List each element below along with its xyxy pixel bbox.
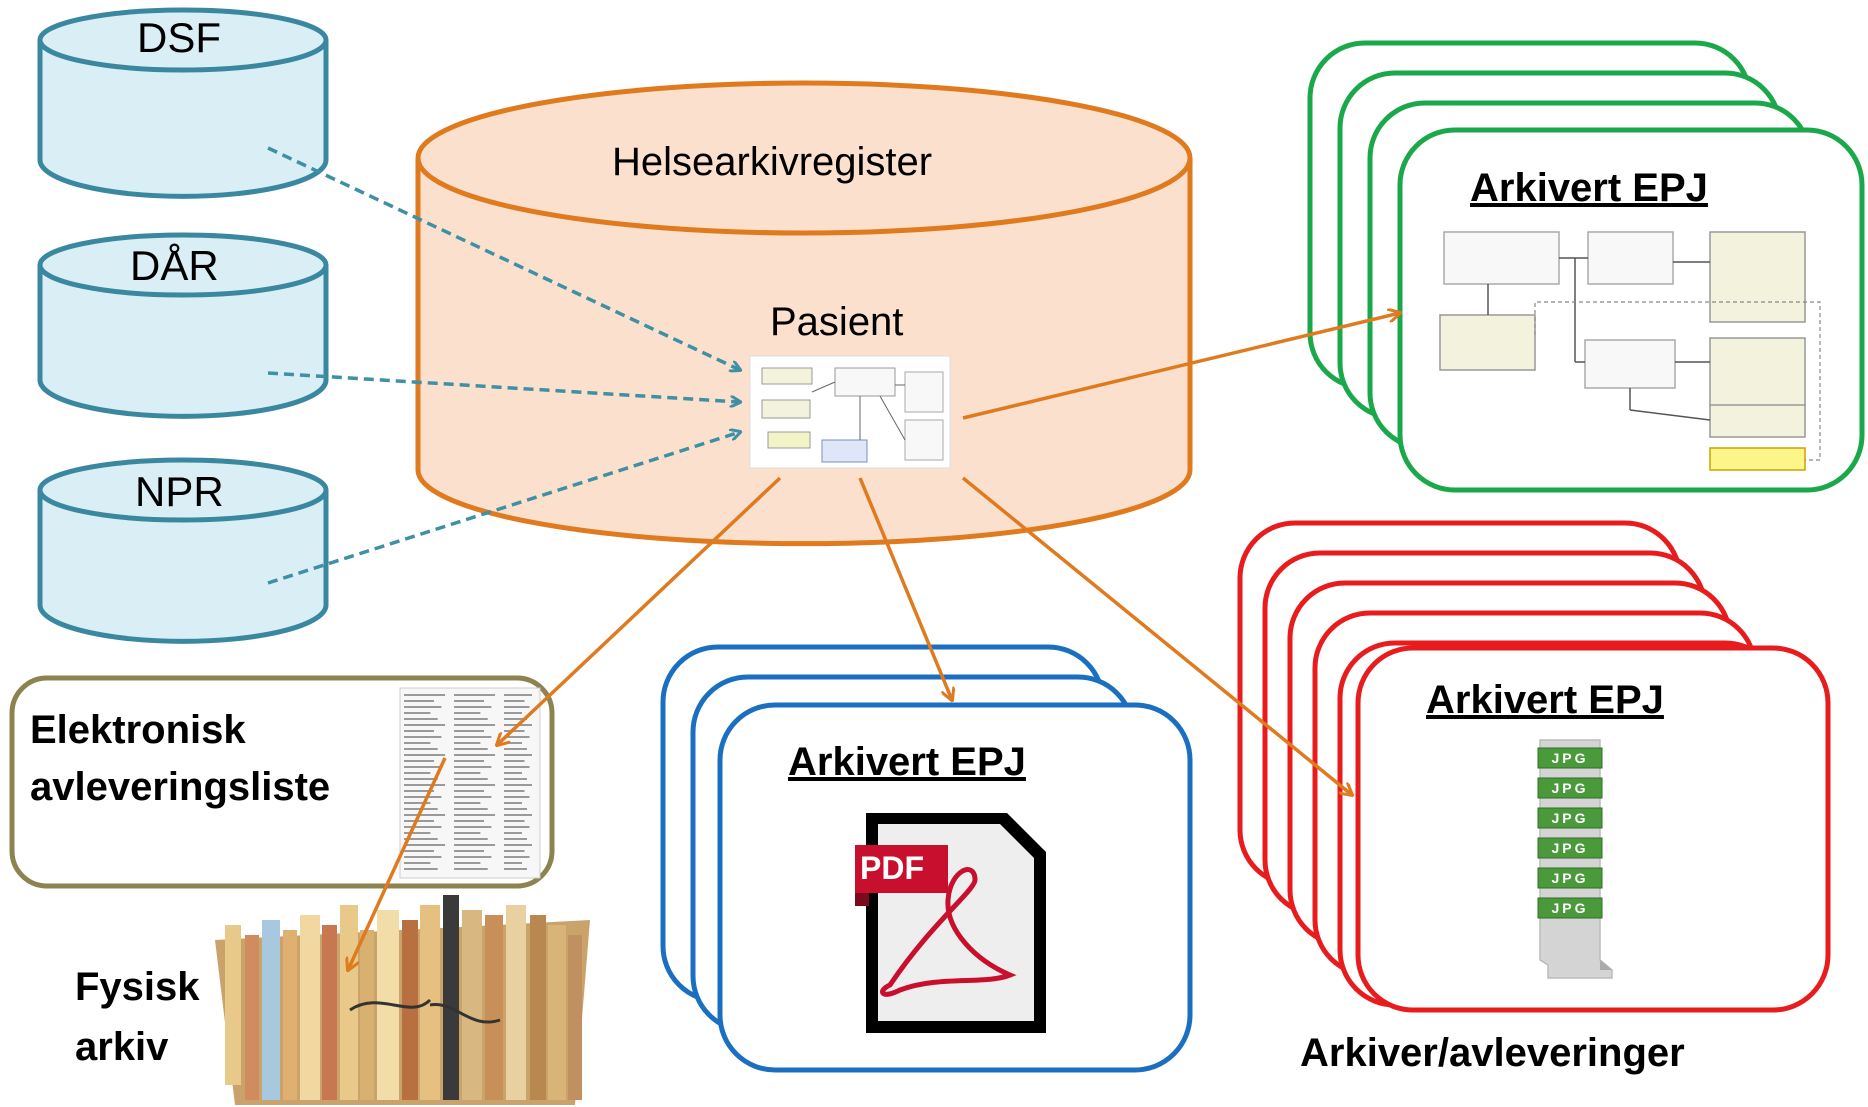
dsf-label: DSF [137, 14, 221, 61]
physical-archive-line1: Fysisk [75, 965, 200, 1009]
blue-stack-title: Arkivert EPJ [788, 740, 1026, 784]
pdf-file-icon [855, 813, 1046, 1033]
source-arrows [267, 146, 740, 585]
archives-caption: Arkiver/avleveringer [1300, 1031, 1685, 1075]
jpg-tags: JPG JPG JPG JPG JPG JPG [1537, 747, 1603, 919]
jpg-tag-label: JPG [1551, 840, 1588, 856]
folder-pile-image [215, 895, 590, 1105]
green-stack-title: Arkivert EPJ [1470, 166, 1708, 210]
jpg-tag [1537, 777, 1603, 799]
jpg-tag-label: JPG [1551, 870, 1588, 886]
jpg-tag [1537, 867, 1603, 889]
daar-label: DÅR [130, 242, 219, 289]
jpg-tag [1537, 807, 1603, 829]
patient-label: Pasient [770, 300, 904, 344]
jpg-tag-label: JPG [1551, 750, 1588, 766]
jpg-tag [1537, 897, 1603, 919]
physical-archive-line2: arkiv [75, 1025, 169, 1069]
npr-label: NPR [135, 468, 224, 515]
avleveringsliste-line1: Elektronisk [30, 708, 246, 752]
cylinder-dsf [37, 7, 329, 199]
pdf-icon-label: PDF [860, 850, 924, 886]
cylinder-daar [37, 232, 329, 419]
jpg-tag-label: JPG [1551, 810, 1588, 826]
jpg-tag-label: JPG [1551, 780, 1588, 796]
red-stack-title: Arkivert EPJ [1426, 678, 1664, 722]
orange-arrows [348, 313, 1400, 970]
patient-schema-thumbnail [749, 355, 951, 469]
green-schema-diagram [1439, 231, 1821, 471]
spreadsheet-thumbnail [399, 687, 541, 879]
red-archive-stack [1237, 520, 1831, 1013]
jpg-tag [1537, 747, 1603, 769]
central-register-cylinder [415, 80, 1193, 547]
central-register-title: Helsearkivregister [612, 140, 933, 184]
jpg-tag [1537, 837, 1603, 859]
avleveringsliste-line2: avleveringsliste [30, 765, 331, 809]
jpg-tag-label: JPG [1551, 900, 1588, 916]
cylinder-npr [37, 457, 329, 644]
